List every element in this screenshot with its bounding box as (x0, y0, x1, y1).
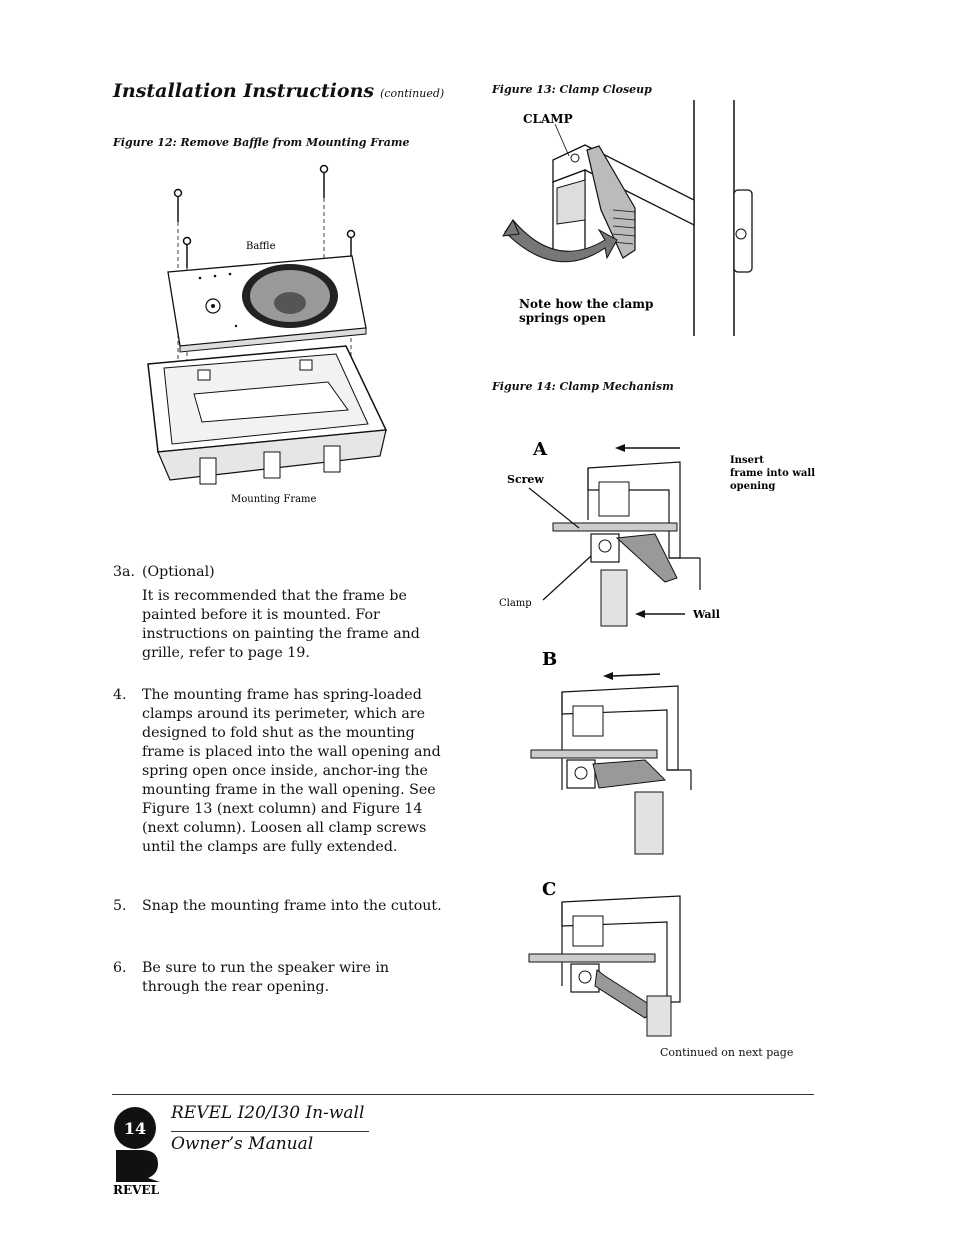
frame-clamps (197, 359, 341, 485)
panel-c-letter: C (542, 879, 556, 900)
mounting-frame-label: Mounting Frame (231, 494, 317, 505)
step-text: Be sure to run the speaker wire in throu… (142, 960, 390, 995)
note-line-2: springs open (519, 311, 606, 325)
footer-separator (171, 1131, 369, 1132)
clamp-label: CLAMP (523, 112, 573, 126)
figure-14-illustration: A Screw Clamp Wall Insert frame into wal… (499, 439, 815, 1037)
panel-a: A Screw Clamp Wall Insert frame into wal… (499, 439, 815, 627)
step-text: Snap the mounting frame into the cutout. (142, 898, 442, 914)
continued-note: Continued on next page (660, 1046, 794, 1059)
clamp-pivot (570, 153, 580, 163)
panel-b-letter: B (542, 649, 557, 670)
figure-13-illustration: CLAMP Note how the clamp springs open (502, 100, 753, 336)
wall-section (600, 569, 628, 627)
arrow-left-icon (615, 444, 625, 452)
figure-12-caption: Figure 12: Remove Baffle from Mounting F… (113, 136, 410, 149)
section-title-text: Installation Instructions (113, 80, 375, 102)
figure-13-caption: Figure 13: Clamp Closeup (492, 83, 652, 96)
clamp-body (586, 145, 636, 259)
clamp-hatching (612, 209, 636, 245)
clamp-arm (615, 533, 678, 583)
page-number-badge: 14 (114, 1107, 156, 1149)
step-text: (Optional) (142, 564, 215, 580)
baffle-edge (179, 327, 367, 353)
screw-shaft (552, 522, 678, 532)
clamp-arm (592, 759, 667, 789)
screw-shaft (528, 953, 656, 963)
screw-head-icon (735, 228, 747, 240)
clamp-leader (554, 123, 570, 157)
step-text: It is recommended that the frame be pain… (142, 588, 420, 661)
woofer-dustcap (274, 292, 306, 314)
step-number: 5. (113, 898, 127, 914)
step-number: 6. (113, 960, 127, 976)
screws (173, 164, 356, 268)
wall-label: Wall (692, 608, 720, 621)
step-text: The mounting frame has spring-loaded cla… (142, 687, 441, 855)
rotate-arrow-icon (504, 219, 618, 263)
insert-line-2: frame into wall (730, 468, 815, 479)
clamp-arm (594, 969, 656, 1019)
figure-14-caption: Figure 14: Clamp Mechanism (492, 380, 674, 393)
panel-b: B (530, 649, 692, 855)
footer-title: REVEL I20/I30 In-wall (171, 1103, 365, 1123)
baffle-label: Baffle (246, 241, 276, 252)
note-line-1: Note how the clamp (519, 297, 653, 311)
revel-logo: REVEL (113, 1150, 160, 1196)
footer-rule (112, 1094, 814, 1095)
figure-12-illustration: Baffle Mounting Frame (147, 164, 388, 505)
wall-section (634, 791, 664, 855)
revel-logo-mark (116, 1150, 160, 1182)
step-number: 4. (113, 687, 127, 703)
mounting-frame-opening (193, 381, 349, 423)
wall-section (646, 995, 672, 1037)
panel-a-letter: A (532, 439, 548, 460)
continued-label: (continued) (380, 87, 445, 100)
screw-label: Screw (507, 473, 544, 486)
clamp-label: Clamp (499, 598, 532, 609)
screw-shaft (530, 749, 658, 759)
section-title: Installation Instructions (continued) (113, 80, 444, 102)
panel-c: C (528, 879, 681, 1037)
frame-slot (556, 179, 586, 225)
insert-line-3: opening (730, 481, 775, 492)
step-number: 3a. (113, 564, 135, 580)
insert-line-1: Insert (730, 455, 764, 466)
footer-subtitle: Owner’s Manual (171, 1134, 314, 1154)
revel-logo-text: REVEL (113, 1183, 160, 1196)
arrow-left-icon (603, 672, 613, 680)
